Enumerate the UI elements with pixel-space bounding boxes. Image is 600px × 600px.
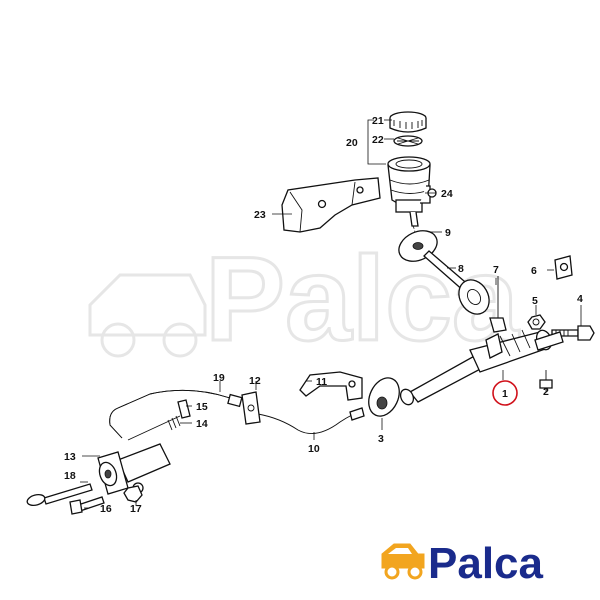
callout-20: 20 bbox=[346, 137, 358, 149]
part-fluid-reservoir bbox=[387, 156, 437, 227]
part-mounting-clip bbox=[241, 391, 261, 425]
leader-lines bbox=[80, 119, 582, 509]
highlight-circle bbox=[492, 380, 518, 406]
callout-8: 8 bbox=[458, 263, 464, 275]
callout-10: 10 bbox=[308, 443, 320, 455]
part-slave-pushrod bbox=[26, 483, 93, 507]
callout-5: 5 bbox=[532, 295, 538, 307]
callout-21: 21 bbox=[372, 115, 384, 127]
callout-15: 15 bbox=[196, 401, 208, 413]
callout-22: 22 bbox=[372, 134, 384, 146]
callout-24: 24 bbox=[441, 188, 453, 200]
logo-car-icon bbox=[381, 543, 425, 580]
callout-11: 11 bbox=[316, 376, 327, 388]
callout-6: 6 bbox=[531, 265, 537, 277]
callout-17: 17 bbox=[130, 503, 142, 515]
callout-14: 14 bbox=[196, 418, 208, 430]
watermark: Palca bbox=[88, 231, 521, 368]
part-hose-line bbox=[257, 413, 353, 435]
part-reservoir-cap bbox=[389, 111, 427, 133]
callout-18: 18 bbox=[64, 470, 76, 482]
hose-fitting-right bbox=[349, 407, 365, 421]
part-mounting-bracket bbox=[281, 177, 381, 233]
part-spring-clip bbox=[554, 255, 573, 280]
callout-9: 9 bbox=[445, 227, 451, 239]
logo-text: Palca bbox=[428, 539, 544, 588]
part-slave-bolt bbox=[69, 496, 105, 515]
part-grommet bbox=[368, 377, 400, 417]
watermark-car-icon bbox=[88, 273, 207, 358]
callout-7: 7 bbox=[493, 264, 499, 276]
part-connector bbox=[489, 276, 507, 333]
part-holder-bracket bbox=[299, 371, 363, 401]
part-cap-seal bbox=[393, 135, 423, 147]
callout-19: 19 bbox=[213, 372, 225, 384]
brand-logo: Palca bbox=[381, 539, 544, 588]
part-bleeder-valve bbox=[177, 399, 191, 419]
callout-4: 4 bbox=[577, 293, 583, 305]
part-master-cylinder bbox=[399, 329, 564, 406]
callout-3: 3 bbox=[378, 433, 384, 445]
callout-2: 2 bbox=[543, 386, 549, 398]
part-brake-pipe bbox=[109, 389, 243, 439]
callout-1: 1 bbox=[502, 388, 508, 400]
callout-13: 13 bbox=[64, 451, 76, 463]
part-screw bbox=[539, 370, 553, 389]
callout-12: 12 bbox=[249, 375, 261, 387]
callout-labels: 21 22 20 24 23 9 8 7 6 5 4 1 2 3 10 11 1… bbox=[64, 115, 583, 515]
callout-16: 16 bbox=[100, 503, 112, 515]
part-flex-hose bbox=[127, 415, 181, 441]
callout-23: 23 bbox=[254, 209, 266, 221]
part-nut bbox=[527, 314, 546, 330]
part-push-rod bbox=[423, 250, 490, 315]
